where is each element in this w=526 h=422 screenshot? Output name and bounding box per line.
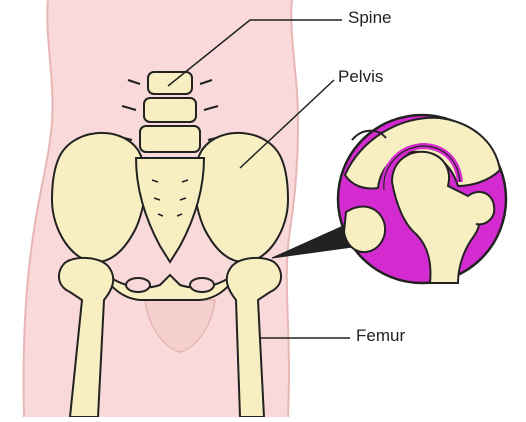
spine-label: Spine: [348, 9, 391, 26]
femur-label: Femur: [356, 327, 405, 344]
pelvis-label: Pelvis: [338, 68, 383, 85]
magnified-hip-joint: [338, 115, 506, 283]
